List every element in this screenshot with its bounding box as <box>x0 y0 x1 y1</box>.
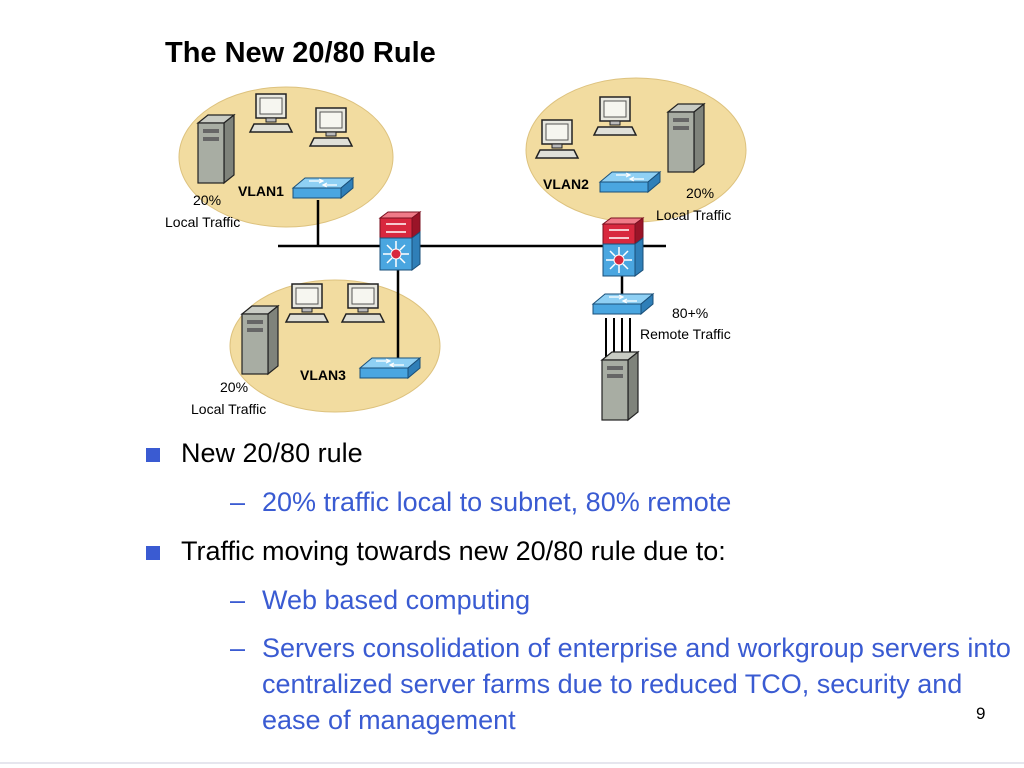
vlan1-switch-icon <box>292 177 354 199</box>
remote-traffic: Remote Traffic <box>640 326 731 342</box>
vlan3-pc-icon <box>285 283 329 323</box>
vlan2-label: VLAN2 <box>543 176 589 192</box>
sub-bullet-list: –Web based computing –Servers consolidat… <box>181 582 1015 738</box>
bullet-item: New 20/80 rule –20% traffic local to sub… <box>145 434 1015 520</box>
dash-bullet-icon: – <box>230 487 246 517</box>
network-diagram: The New 20/80 Rule VLAN1 20% Local Traff… <box>165 37 747 421</box>
bullet-list: New 20/80 rule –20% traffic local to sub… <box>145 434 1015 750</box>
dash-bullet-icon: – <box>230 585 246 615</box>
vlan2-pc-icon <box>593 96 637 136</box>
vlan3-pc-icon <box>341 283 385 323</box>
vlan2-server-icon <box>667 103 705 173</box>
sub-bullet-item: –20% traffic local to subnet, 80% remote <box>181 484 1015 520</box>
sub-bullet-text: Web based computing <box>262 585 531 615</box>
vlan3-label: VLAN3 <box>300 367 346 383</box>
vlan1-label: VLAN1 <box>238 183 284 199</box>
vlan3-server-icon <box>241 305 279 375</box>
vlan3-cloud <box>229 279 441 413</box>
bullet-text: New 20/80 rule <box>181 438 363 468</box>
vlan2-pc-icon <box>535 119 579 159</box>
bullet-text: Traffic moving towards new 20/80 rule du… <box>181 536 726 566</box>
multilayer-switch-right-icon <box>602 217 644 277</box>
sub-bullet-text: 20% traffic local to subnet, 80% remote <box>262 487 732 517</box>
serverfarm-server-icon <box>601 351 639 421</box>
dash-bullet-icon: – <box>230 633 246 663</box>
vlan2-switch-icon <box>599 171 661 193</box>
vlan1-pc-icon <box>249 93 293 133</box>
square-bullet-icon <box>146 448 160 462</box>
sub-bullet-text: Servers consolidation of enterprise and … <box>262 633 1011 735</box>
serverfarm-switch-icon <box>592 293 654 315</box>
vlan3-percent: 20% <box>220 379 248 395</box>
multilayer-switch-left-icon <box>379 211 421 271</box>
vlan3-traffic: Local Traffic <box>191 401 266 417</box>
sub-bullet-list: –20% traffic local to subnet, 80% remote <box>181 484 1015 520</box>
page-number: 9 <box>976 704 986 723</box>
footer-divider <box>0 762 1024 764</box>
vlan1-pc-icon <box>309 107 353 147</box>
remote-percent: 80+% <box>672 305 708 321</box>
vlan2-percent: 20% <box>686 185 714 201</box>
bullet-item: Traffic moving towards new 20/80 rule du… <box>145 532 1015 738</box>
vlan1-traffic: Local Traffic <box>165 214 240 230</box>
vlan3-switch-icon <box>359 357 421 379</box>
vlan1-server-icon <box>197 114 235 184</box>
vlan2-traffic: Local Traffic <box>656 207 731 223</box>
square-bullet-icon <box>146 546 160 560</box>
slide-title: The New 20/80 Rule <box>165 37 436 69</box>
sub-bullet-item: –Servers consolidation of enterprise and… <box>181 630 1015 738</box>
vlan1-percent: 20% <box>193 192 221 208</box>
sub-bullet-item: –Web based computing <box>181 582 1015 618</box>
